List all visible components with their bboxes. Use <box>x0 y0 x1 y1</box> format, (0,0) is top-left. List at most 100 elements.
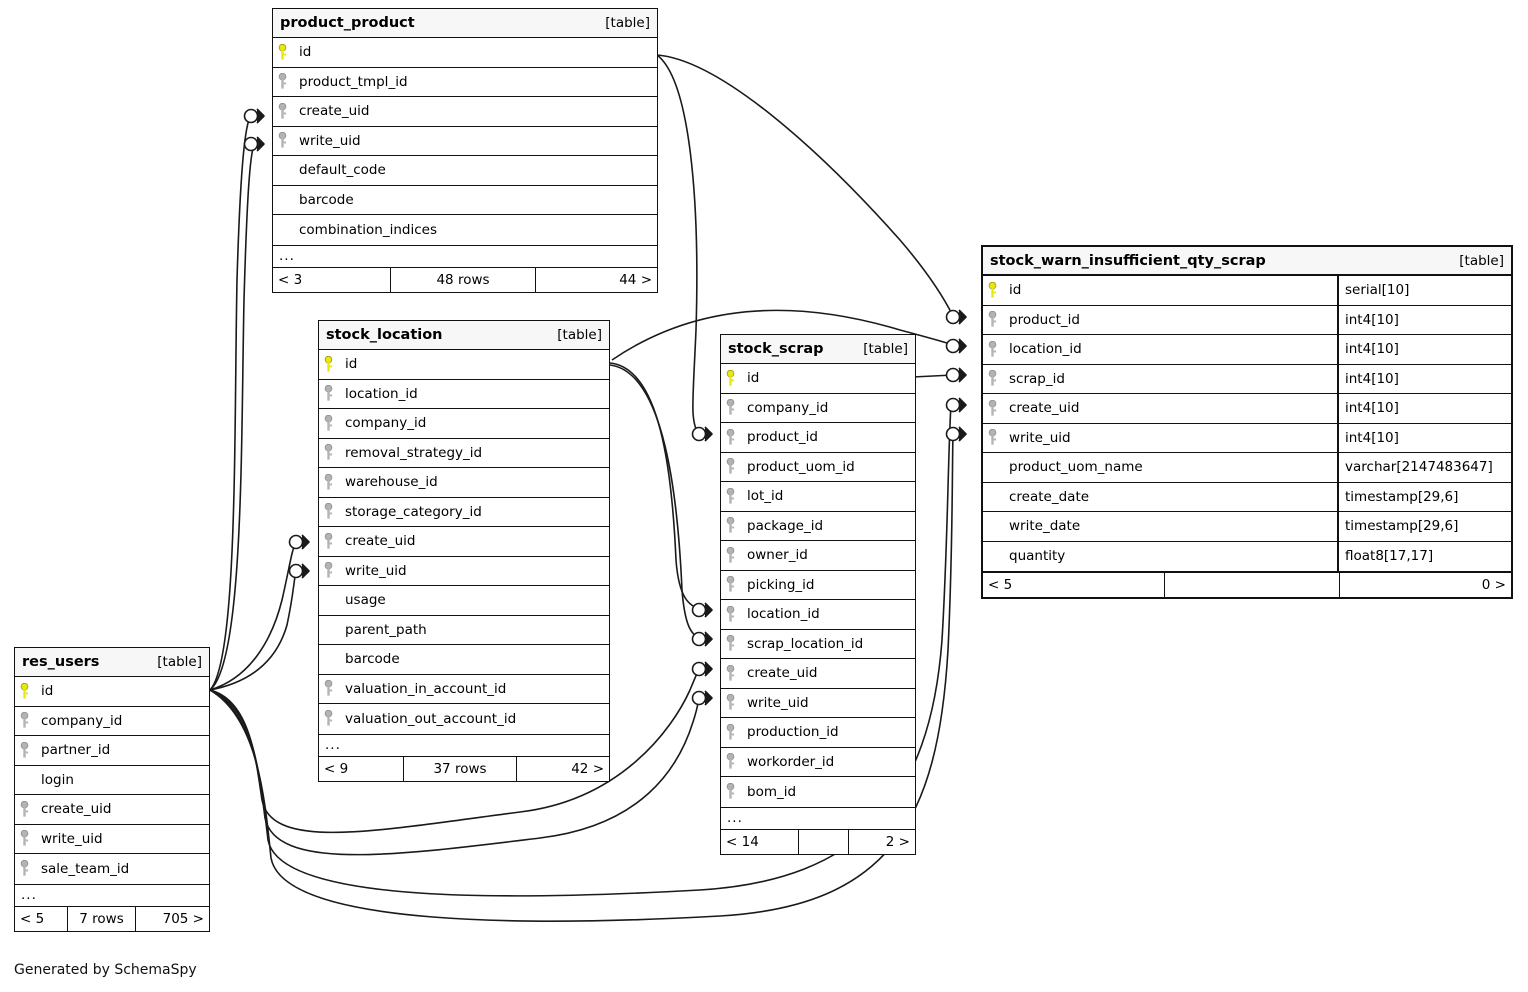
table-row-location_id[interactable]: location_id <box>319 380 609 409</box>
table-row-picking_id[interactable]: picking_id <box>721 571 915 600</box>
table-row-create_date[interactable]: create_date timestamp[29,6] <box>983 482 1511 512</box>
footer-children-count[interactable]: 42 > <box>571 760 604 777</box>
table-row-product_id[interactable]: product_id int4[10] <box>983 305 1511 335</box>
table-row-company_id[interactable]: company_id <box>721 394 915 423</box>
table-row-storage_category_id[interactable]: storage_category_id <box>319 498 609 527</box>
footer-parents-count[interactable]: < 14 <box>721 829 799 854</box>
table-row-create_uid[interactable]: create_uid <box>273 97 657 127</box>
table-row-barcode[interactable]: barcode <box>319 645 609 675</box>
footer-row-count <box>799 829 849 854</box>
edge-product-to-scrap-product <box>656 54 699 434</box>
table-row-valuation_out_account_id[interactable]: valuation_out_account_id <box>319 704 609 734</box>
table-row-write_uid[interactable]: write_uid <box>273 127 657 156</box>
table-title: stock_warn_insufficient_qty_scrap <box>990 252 1266 269</box>
table-row-write_uid[interactable]: write_uid <box>319 557 609 586</box>
footer-children-count[interactable]: 2 > <box>885 833 910 850</box>
column-name: picking_id <box>747 576 815 593</box>
column-type: int4[10] <box>1337 423 1511 452</box>
table-row-combination_indices[interactable]: combination_indices <box>273 215 657 245</box>
no-key-spacer <box>319 645 338 674</box>
table-row-scrap_id[interactable]: scrap_id int4[10] <box>983 364 1511 394</box>
table-row-bom_id[interactable]: bom_id <box>721 777 915 807</box>
column-name: create_uid <box>345 533 416 550</box>
table-row-create_uid[interactable]: create_uid <box>15 795 209 825</box>
foreign-key-icon <box>273 68 292 97</box>
foreign-key-icon <box>721 423 740 452</box>
table-row-scrap_location_id[interactable]: scrap_location_id <box>721 630 915 659</box>
footer-children-count[interactable]: 44 > <box>619 271 652 288</box>
table-row-login[interactable]: login <box>15 766 209 795</box>
table-row-product_id[interactable]: product_id <box>721 423 915 453</box>
table-row-write_uid[interactable]: write_uid <box>15 825 209 854</box>
table-row-product_tmpl_id[interactable]: product_tmpl_id <box>273 68 657 97</box>
column-type: int4[10] <box>1337 394 1511 423</box>
column-name: sale_team_id <box>41 860 130 877</box>
table-row-removal_strategy_id[interactable]: removal_strategy_id <box>319 439 609 468</box>
table-row-write_uid[interactable]: write_uid int4[10] <box>983 423 1511 453</box>
table-res_users[interactable]: res_users [table] id company_id partner_… <box>14 647 210 932</box>
column-name: usage <box>345 592 386 609</box>
foreign-key-icon <box>721 512 740 541</box>
table-row-sale_team_id[interactable]: sale_team_id <box>15 854 209 884</box>
column-name: write_uid <box>345 562 407 579</box>
table-row-production_id[interactable]: production_id <box>721 718 915 748</box>
table-row-create_uid[interactable]: create_uid <box>721 659 915 689</box>
table-type-tag: [table] <box>157 654 202 670</box>
table-row-owner_id[interactable]: owner_id <box>721 541 915 571</box>
table-row-company_id[interactable]: company_id <box>319 409 609 439</box>
footer-parents-count[interactable]: < 5 <box>983 573 1165 597</box>
table-row-write_uid[interactable]: write_uid <box>721 689 915 718</box>
foreign-key-icon <box>983 306 1002 335</box>
table-type-tag: [table] <box>863 341 908 357</box>
table-row-valuation_in_account_id[interactable]: valuation_in_account_id <box>319 675 609 704</box>
table-row-lot_id[interactable]: lot_id <box>721 482 915 512</box>
table-row-create_uid[interactable]: create_uid <box>319 527 609 557</box>
column-name: location_id <box>747 606 820 623</box>
column-type: varchar[2147483647] <box>1337 453 1511 482</box>
table-row-id[interactable]: id <box>319 350 609 380</box>
column-name: write_uid <box>299 132 361 149</box>
table-row-warehouse_id[interactable]: warehouse_id <box>319 468 609 498</box>
table-row-usage[interactable]: usage <box>319 586 609 616</box>
table-row-barcode[interactable]: barcode <box>273 186 657 215</box>
foreign-key-icon <box>721 394 740 423</box>
footer-children-count[interactable]: 705 > <box>162 910 204 927</box>
table-row-company_id[interactable]: company_id <box>15 707 209 736</box>
table-row-product_uom_name[interactable]: product_uom_name varchar[2147483647] <box>983 453 1511 483</box>
table-row-quantity[interactable]: quantity float8[17,17] <box>983 541 1511 571</box>
table-row-default_code[interactable]: default_code <box>273 156 657 186</box>
foreign-key-icon <box>319 557 338 586</box>
column-name: id <box>747 370 760 387</box>
column-name: valuation_out_account_id <box>345 710 517 727</box>
table-row-id[interactable]: id serial[10] <box>983 276 1511 306</box>
table-row-id[interactable]: id <box>15 677 209 707</box>
table-row-location_id[interactable]: location_id int4[10] <box>983 335 1511 365</box>
table-stock_scrap[interactable]: stock_scrap [table] id company_id produc… <box>720 334 916 855</box>
table-stock_warn_insufficient_qty_scrap[interactable]: stock_warn_insufficient_qty_scrap [table… <box>981 245 1513 599</box>
foreign-key-icon <box>721 630 740 659</box>
foreign-key-icon <box>273 97 292 126</box>
table-row-product_uom_id[interactable]: product_uom_id <box>721 453 915 482</box>
table-row-package_id[interactable]: package_id <box>721 512 915 541</box>
table-row-write_date[interactable]: write_date timestamp[29,6] <box>983 512 1511 542</box>
table-row-create_uid[interactable]: create_uid int4[10] <box>983 394 1511 424</box>
footer-parents-count[interactable]: < 5 <box>15 906 68 931</box>
foreign-key-icon <box>15 854 34 884</box>
footer-parents-count[interactable]: < 3 <box>273 267 391 292</box>
table-row-partner_id[interactable]: partner_id <box>15 736 209 766</box>
table-product_product[interactable]: product_product [table] id product_tmpl_… <box>272 8 658 293</box>
column-name: package_id <box>747 517 824 534</box>
footer-children-count[interactable]: 0 > <box>1481 577 1506 593</box>
foreign-key-icon <box>273 127 292 156</box>
table-stock_location[interactable]: stock_location [table] id location_id co… <box>318 320 610 782</box>
table-row-location_id[interactable]: location_id <box>721 600 915 630</box>
no-key-spacer <box>983 453 1002 482</box>
table-row-parent_path[interactable]: parent_path <box>319 616 609 645</box>
footer-parents-count[interactable]: < 9 <box>319 756 404 781</box>
edge-users-to-location-write <box>209 571 297 691</box>
table-header: product_product [table] <box>273 9 657 38</box>
foreign-key-icon <box>319 409 338 438</box>
table-row-workorder_id[interactable]: workorder_id <box>721 748 915 777</box>
table-row-id[interactable]: id <box>273 38 657 68</box>
table-row-id[interactable]: id <box>721 364 915 394</box>
